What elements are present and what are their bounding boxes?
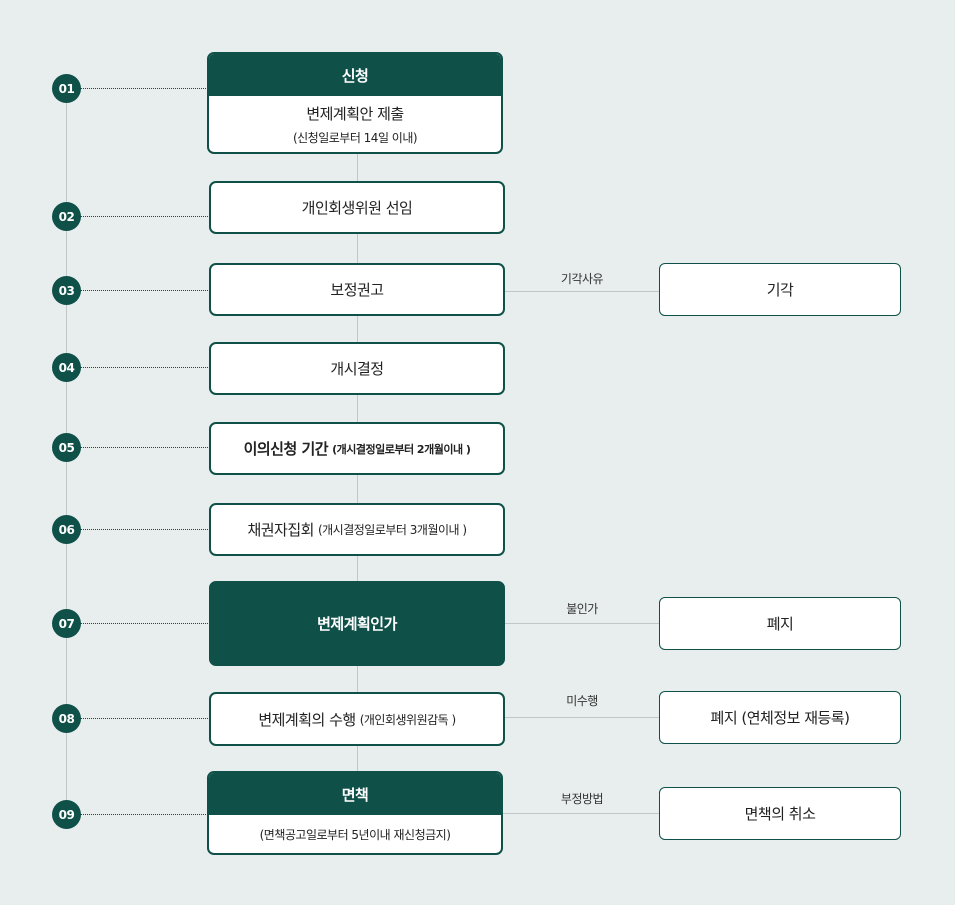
- branch-label: 미수행: [566, 694, 598, 708]
- step-box: 개인회생위원 선임: [209, 181, 505, 234]
- branch-result: 폐지: [766, 615, 794, 633]
- step-connector: [80, 447, 210, 448]
- step-note: (면책공고일로부터 5년이내 재신청금지): [259, 827, 451, 842]
- step-box-application: 신청 변제계획안 제출 (신청일로부터 14일 이내): [207, 52, 503, 154]
- branch-result-box: 기각: [659, 263, 901, 316]
- step-connector: [80, 216, 210, 217]
- step-note: (개시결정일로부터 2개월이내 ): [332, 442, 471, 456]
- step-number: 09: [52, 800, 81, 829]
- step-number: 06: [52, 515, 81, 544]
- step-title: 변제계획안 제출: [306, 104, 404, 123]
- step-connector: [80, 367, 210, 368]
- step-number: 08: [52, 704, 81, 733]
- step-box-discharge: 면책 (면책공고일로부터 5년이내 재신청금지): [207, 771, 503, 855]
- step-box: 개시결정: [209, 342, 505, 395]
- branch-result: 기각: [766, 281, 794, 299]
- step-title: 개인회생위원 선임: [301, 199, 413, 217]
- step-title: 이의신청 기간: [243, 440, 329, 458]
- step-number: 04: [52, 353, 81, 382]
- step-title: 변제계획인가: [317, 615, 397, 633]
- branch-result-box: 면책의 취소: [659, 787, 901, 840]
- step-connector: [80, 718, 210, 719]
- branch-result: 폐지 (연체정보 재등록): [710, 709, 850, 727]
- step-number: 03: [52, 276, 81, 305]
- branch-line: [504, 717, 660, 718]
- step-title: 채권자집회: [247, 521, 314, 539]
- step-title: 보정권고: [330, 281, 384, 299]
- step-header: 신청: [209, 54, 501, 96]
- step-box: 채권자집회(개시결정일로부터 3개월이내 ): [209, 503, 505, 556]
- step-connector: [80, 290, 210, 291]
- step-number: 02: [52, 202, 81, 231]
- step-connector: [80, 88, 208, 89]
- step-connector: [80, 529, 210, 530]
- branch-line: [504, 291, 660, 292]
- branch-label: 부정방법: [560, 792, 604, 806]
- step-title: 개시결정: [330, 360, 384, 378]
- step-connector: [80, 814, 208, 815]
- step-number: 07: [52, 609, 81, 638]
- branch-result-box: 폐지 (연체정보 재등록): [659, 691, 901, 744]
- branch-result-box: 폐지: [659, 597, 901, 650]
- step-title: 변제계획의 수행: [258, 710, 356, 729]
- step-note: (개인회생위원감독 ): [359, 712, 457, 727]
- step-box: 이의신청 기간(개시결정일로부터 2개월이내 ): [209, 422, 505, 475]
- branch-label: 기각사유: [560, 272, 604, 286]
- step-note: (신청일로부터 14일 이내): [292, 130, 418, 145]
- step-box: 보정권고: [209, 263, 505, 316]
- branch-line: [504, 623, 660, 624]
- branch-label: 불인가: [566, 602, 598, 616]
- step-connector: [80, 623, 210, 624]
- step-note: (개시결정일로부터 3개월이내 ): [317, 523, 467, 537]
- branch-result: 면책의 취소: [744, 805, 816, 823]
- branch-line: [502, 813, 660, 814]
- step-box: 변제계획의 수행(개인회생위원감독 ): [209, 692, 505, 746]
- step-number: 01: [52, 74, 81, 103]
- step-box-approval: 변제계획인가: [209, 581, 505, 666]
- step-header: 면책: [209, 773, 501, 815]
- step-number: 05: [52, 433, 81, 462]
